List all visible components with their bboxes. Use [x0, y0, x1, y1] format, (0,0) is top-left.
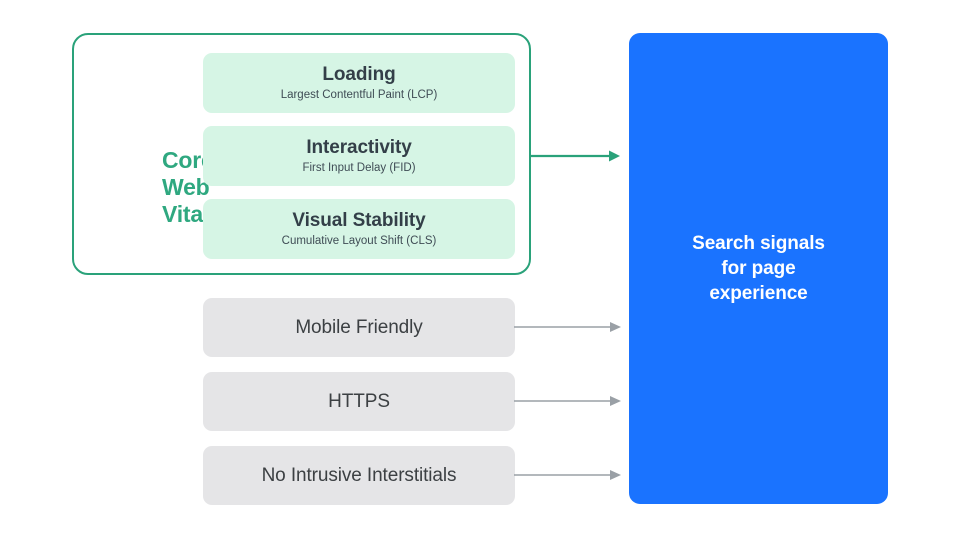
arrow-right-gray-no-intrusive-interstitials-icon: [514, 468, 622, 482]
metric-title-visual-stability: Visual Stability: [292, 210, 426, 231]
metric-title-interactivity: Interactivity: [306, 137, 412, 158]
signal-box-mobile-friendly: Mobile Friendly: [203, 298, 515, 357]
metric-title-loading: Loading: [322, 64, 396, 85]
signal-label-mobile-friendly: Mobile Friendly: [295, 316, 423, 338]
outcome-panel-search-signals: Search signals for page experience: [629, 33, 888, 504]
signal-box-https: HTTPS: [203, 372, 515, 431]
core-web-vitals-label-line-2: Web: [162, 174, 210, 200]
signal-box-no-intrusive-interstitials: No Intrusive Interstitials: [203, 446, 515, 505]
metric-subtitle-visual-stability: Cumulative Layout Shift (CLS): [281, 235, 437, 247]
arrow-right-green-icon: [529, 149, 621, 163]
arrow-right-gray-mobile-friendly-icon: [514, 320, 622, 334]
metric-card-interactivity: Interactivity First Input Delay (FID): [203, 126, 515, 186]
outcome-panel-text: Search signals for page experience: [692, 233, 825, 304]
signal-label-https: HTTPS: [328, 390, 390, 412]
metric-subtitle-interactivity: First Input Delay (FID): [302, 162, 416, 174]
metric-card-loading: Loading Largest Contentful Paint (LCP): [203, 53, 515, 113]
metric-subtitle-loading: Largest Contentful Paint (LCP): [280, 89, 438, 101]
signal-label-no-intrusive-interstitials: No Intrusive Interstitials: [261, 464, 457, 486]
metric-card-visual-stability: Visual Stability Cumulative Layout Shift…: [203, 199, 515, 259]
arrow-right-gray-https-icon: [514, 394, 622, 408]
